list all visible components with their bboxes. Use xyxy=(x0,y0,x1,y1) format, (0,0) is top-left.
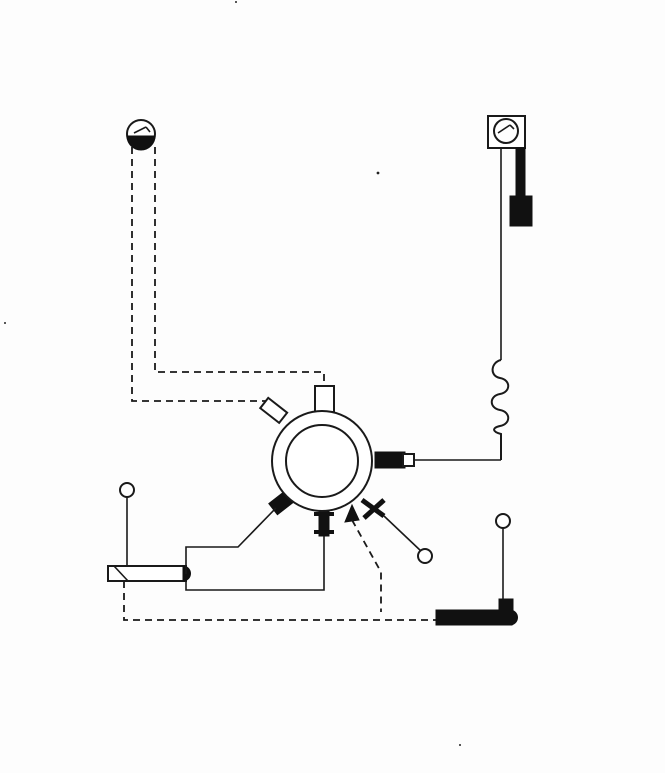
scan-speck xyxy=(459,744,461,746)
scan-speck xyxy=(235,1,237,3)
scan-speck xyxy=(4,322,6,324)
heat-exchanger-coil-icon xyxy=(490,359,510,460)
right-tank-icon xyxy=(435,598,518,626)
temperature-bulb-icon xyxy=(417,548,433,564)
equalizer-line xyxy=(123,581,436,621)
thermometer-gauge-icon xyxy=(487,115,533,227)
pressure-gauge-icon xyxy=(126,119,156,151)
scan-speck xyxy=(376,171,380,175)
tank-supply-line xyxy=(185,507,277,574)
gauge-sensing-line xyxy=(131,147,325,413)
pressure-switch-icon xyxy=(119,482,135,566)
bulb-line xyxy=(383,515,423,553)
pressure-switch-icon xyxy=(495,513,511,599)
left-tank-icon xyxy=(107,565,191,582)
pilot-line xyxy=(351,519,382,612)
central-valve-hub-icon xyxy=(258,385,415,537)
tank-return-line xyxy=(185,536,325,591)
